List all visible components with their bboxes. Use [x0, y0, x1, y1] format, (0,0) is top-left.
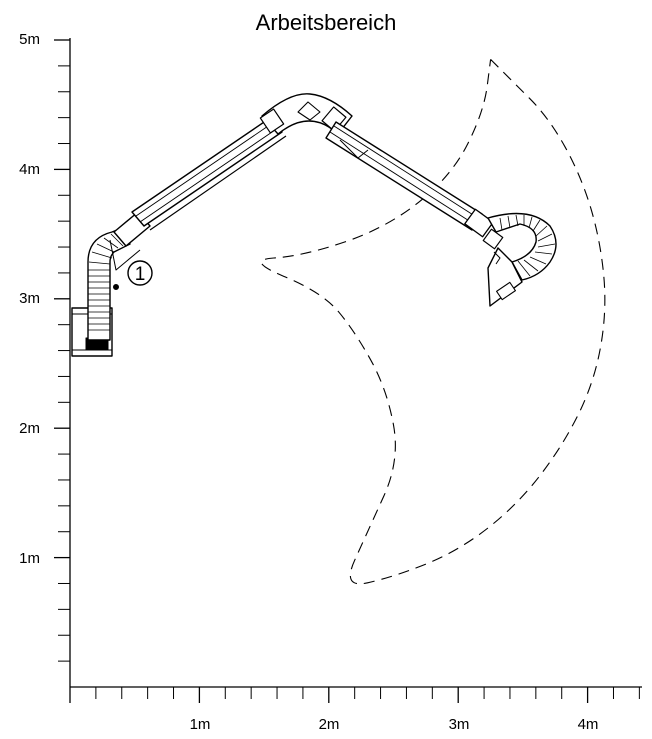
- callout-marker: 1: [127, 260, 153, 286]
- y-axis-ticks: [54, 39, 70, 662]
- callout-circle: [127, 260, 153, 286]
- elbow-joint: [259, 93, 353, 135]
- extraction-arm: [71, 93, 557, 357]
- working-area-outline: [260, 59, 606, 585]
- arm-segment-1: [131, 117, 287, 231]
- callout-number: 1: [135, 264, 146, 285]
- vertical-hose: [87, 227, 131, 341]
- axes: 1m 2m 3m 4m 5m 1m 2m 3m 4m: [19, 31, 642, 733]
- diagram-title: Arbeitsbereich: [255, 10, 397, 35]
- x-tick-label-2m: 2m: [319, 716, 340, 733]
- y-tick-label-1m: 1m: [19, 550, 40, 567]
- y-tick-label-4m: 4m: [19, 161, 40, 178]
- end-joint: [464, 208, 504, 250]
- y-tick-label-2m: 2m: [19, 420, 40, 437]
- x-axis-ticks: [69, 687, 640, 703]
- extraction-hood: [487, 247, 523, 307]
- x-tick-label-1m: 1m: [190, 716, 211, 733]
- x-tick-label-4m: 4m: [578, 716, 599, 733]
- y-tick-label-3m: 3m: [19, 290, 40, 307]
- y-tick-label-5m: 5m: [19, 31, 40, 48]
- arm-segment-2: [325, 121, 483, 231]
- hose-bend: [487, 212, 557, 281]
- x-tick-label-3m: 3m: [449, 716, 470, 733]
